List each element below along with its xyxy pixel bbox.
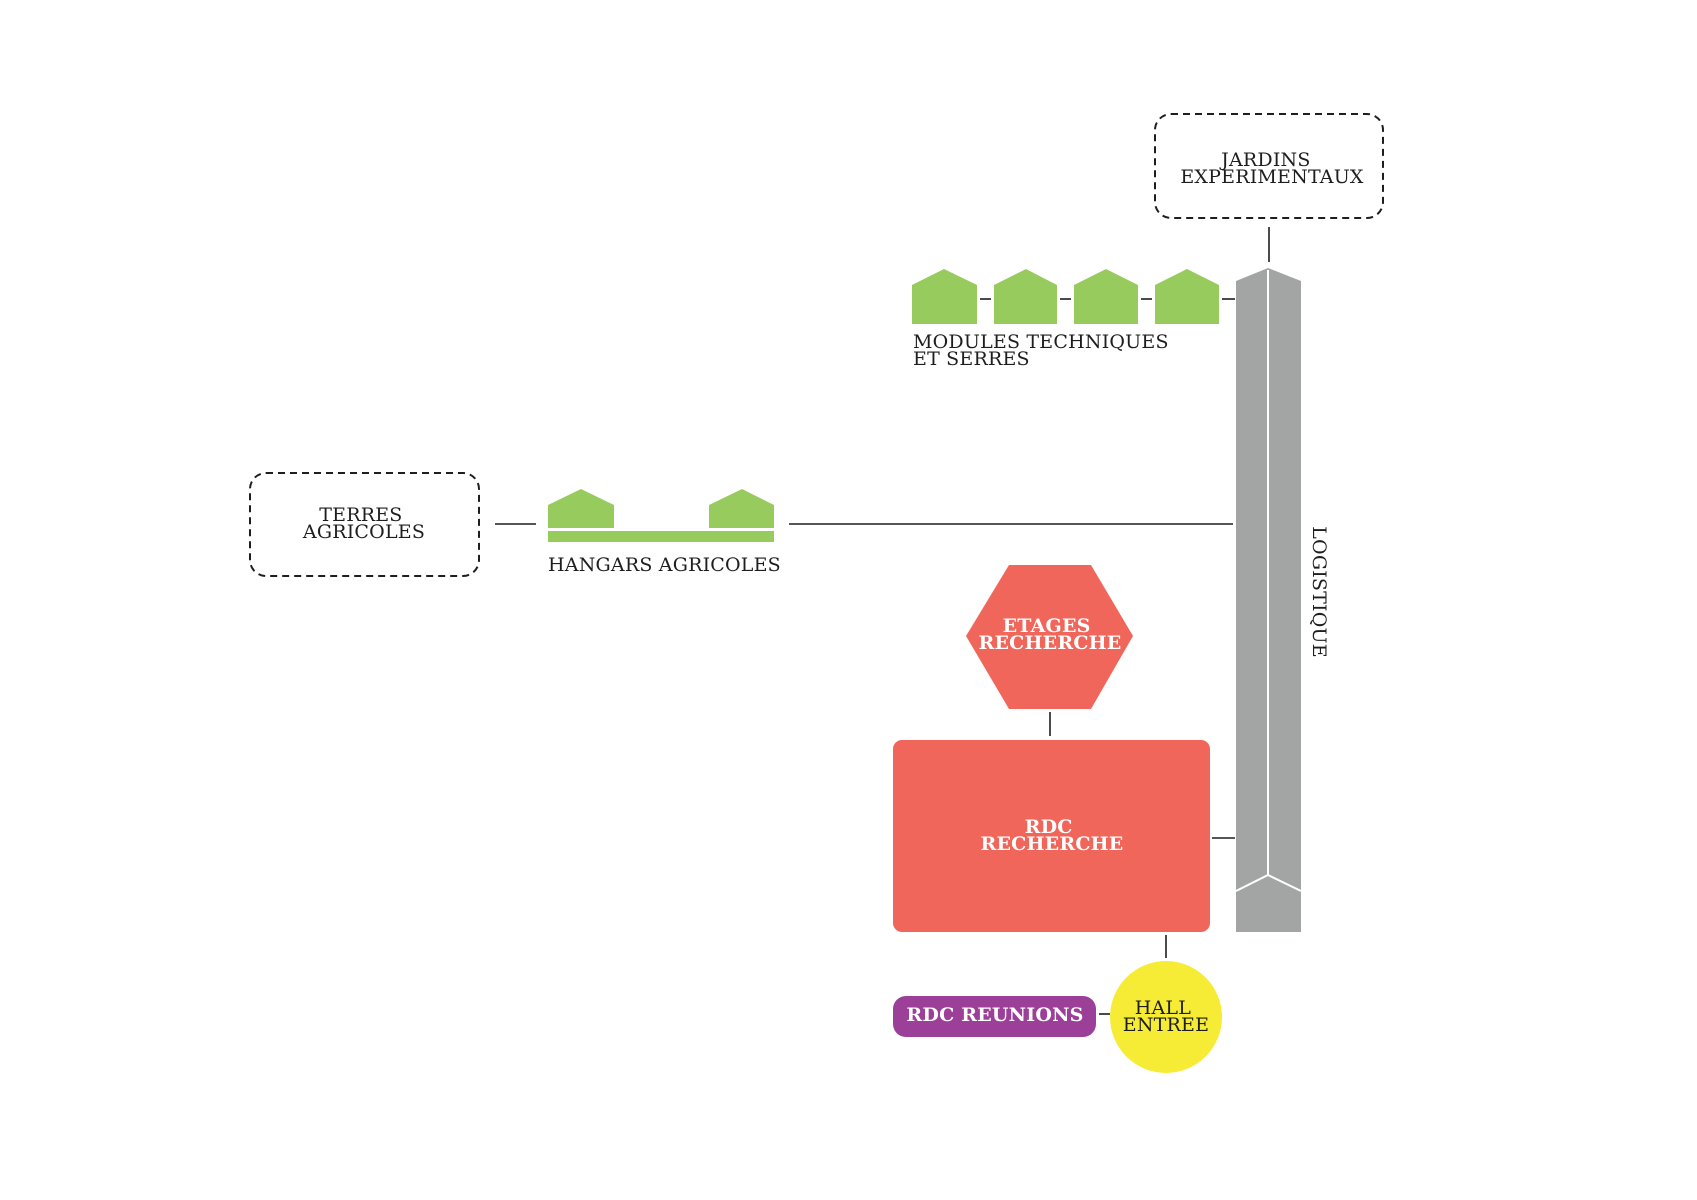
hangar-house-right (709, 489, 774, 528)
svg-text:MODULES TECHNIQUES ET SERR: MODULES TECHNIQUES ET SERRES (913, 331, 1175, 370)
etages-label-line-2: RECHERCHE (979, 632, 1122, 654)
svg-text:JARDINS EXPERIMENTAUX: JARDINS EXPERIMENTAUX (1180, 149, 1364, 188)
svg-text:HALL ENTREE: HALL ENTREE (1123, 997, 1209, 1036)
node-rdc-recherche: RDC RECHERCHE (893, 740, 1210, 932)
rdc-recherche-label-line-2: RECHERCHE (981, 833, 1124, 855)
node-hall-entree: HALL ENTREE (1110, 961, 1222, 1073)
node-terres-agricoles: TERRES AGRICOLES (249, 472, 480, 577)
node-etages-recherche: ETAGES RECHERCHE (966, 565, 1133, 709)
connectors (495, 227, 1270, 1015)
node-rdc-reunions: RDC REUNIONS (893, 996, 1096, 1037)
module-house-1 (912, 269, 977, 324)
hangar-base-bar (548, 531, 774, 542)
modules-label-line-2: ET SERRES (913, 348, 1030, 370)
rdc-reunions-label: RDC REUNIONS (906, 1004, 1083, 1026)
svg-text:RDC RECHERCHE: RDC RECHERCHE (981, 816, 1124, 855)
rdc-recherche-label-line-1: RDC (1025, 816, 1073, 838)
jardins-label-line-1: JARDINS (1219, 149, 1310, 171)
svg-text:HANGARS AGRICOLES: HANGARS AGRICOLES (548, 554, 781, 576)
etages-label-line-1: ETAGES (1003, 615, 1091, 637)
node-jardins-experimentaux: JARDINS EXPERIMENTAUX (1154, 113, 1384, 219)
node-logistique (1235, 268, 1302, 932)
logistique-spine-base-chevron (1235, 873, 1302, 892)
hall-circle (1110, 961, 1222, 1073)
module-house-2 (994, 269, 1057, 324)
node-hangars-agricoles (548, 489, 774, 542)
terres-dashed-box (249, 472, 480, 577)
rdc-recherche-box (893, 740, 1210, 932)
logistique-label: LOGISTIQUE (1308, 526, 1330, 658)
svg-text:ETAGES RECHERCHE: ETAGES RECHERCHE (979, 615, 1122, 654)
module-house-4 (1155, 269, 1219, 324)
modules-label-line-1: MODULES TECHNIQUES (913, 331, 1169, 353)
terres-label-line-1: TERRES (319, 504, 402, 526)
etages-hexagon (966, 565, 1133, 709)
jardins-dashed-box (1154, 113, 1384, 219)
hall-label-line-1: HALL (1135, 997, 1192, 1019)
hall-label-line-2: ENTREE (1123, 1014, 1209, 1036)
hangar-house-left (548, 489, 614, 528)
rdc-reunions-pill (893, 996, 1096, 1037)
svg-text:TERRES AGRICOLES: TERRES AGRICOLES (302, 504, 425, 543)
module-house-3 (1074, 269, 1138, 324)
node-modules-techniques (912, 269, 1219, 324)
terres-label-line-2: AGRICOLES (302, 521, 425, 543)
hangars-label: HANGARS AGRICOLES (548, 554, 781, 576)
jardins-label-line-2: EXPERIMENTAUX (1180, 166, 1364, 188)
